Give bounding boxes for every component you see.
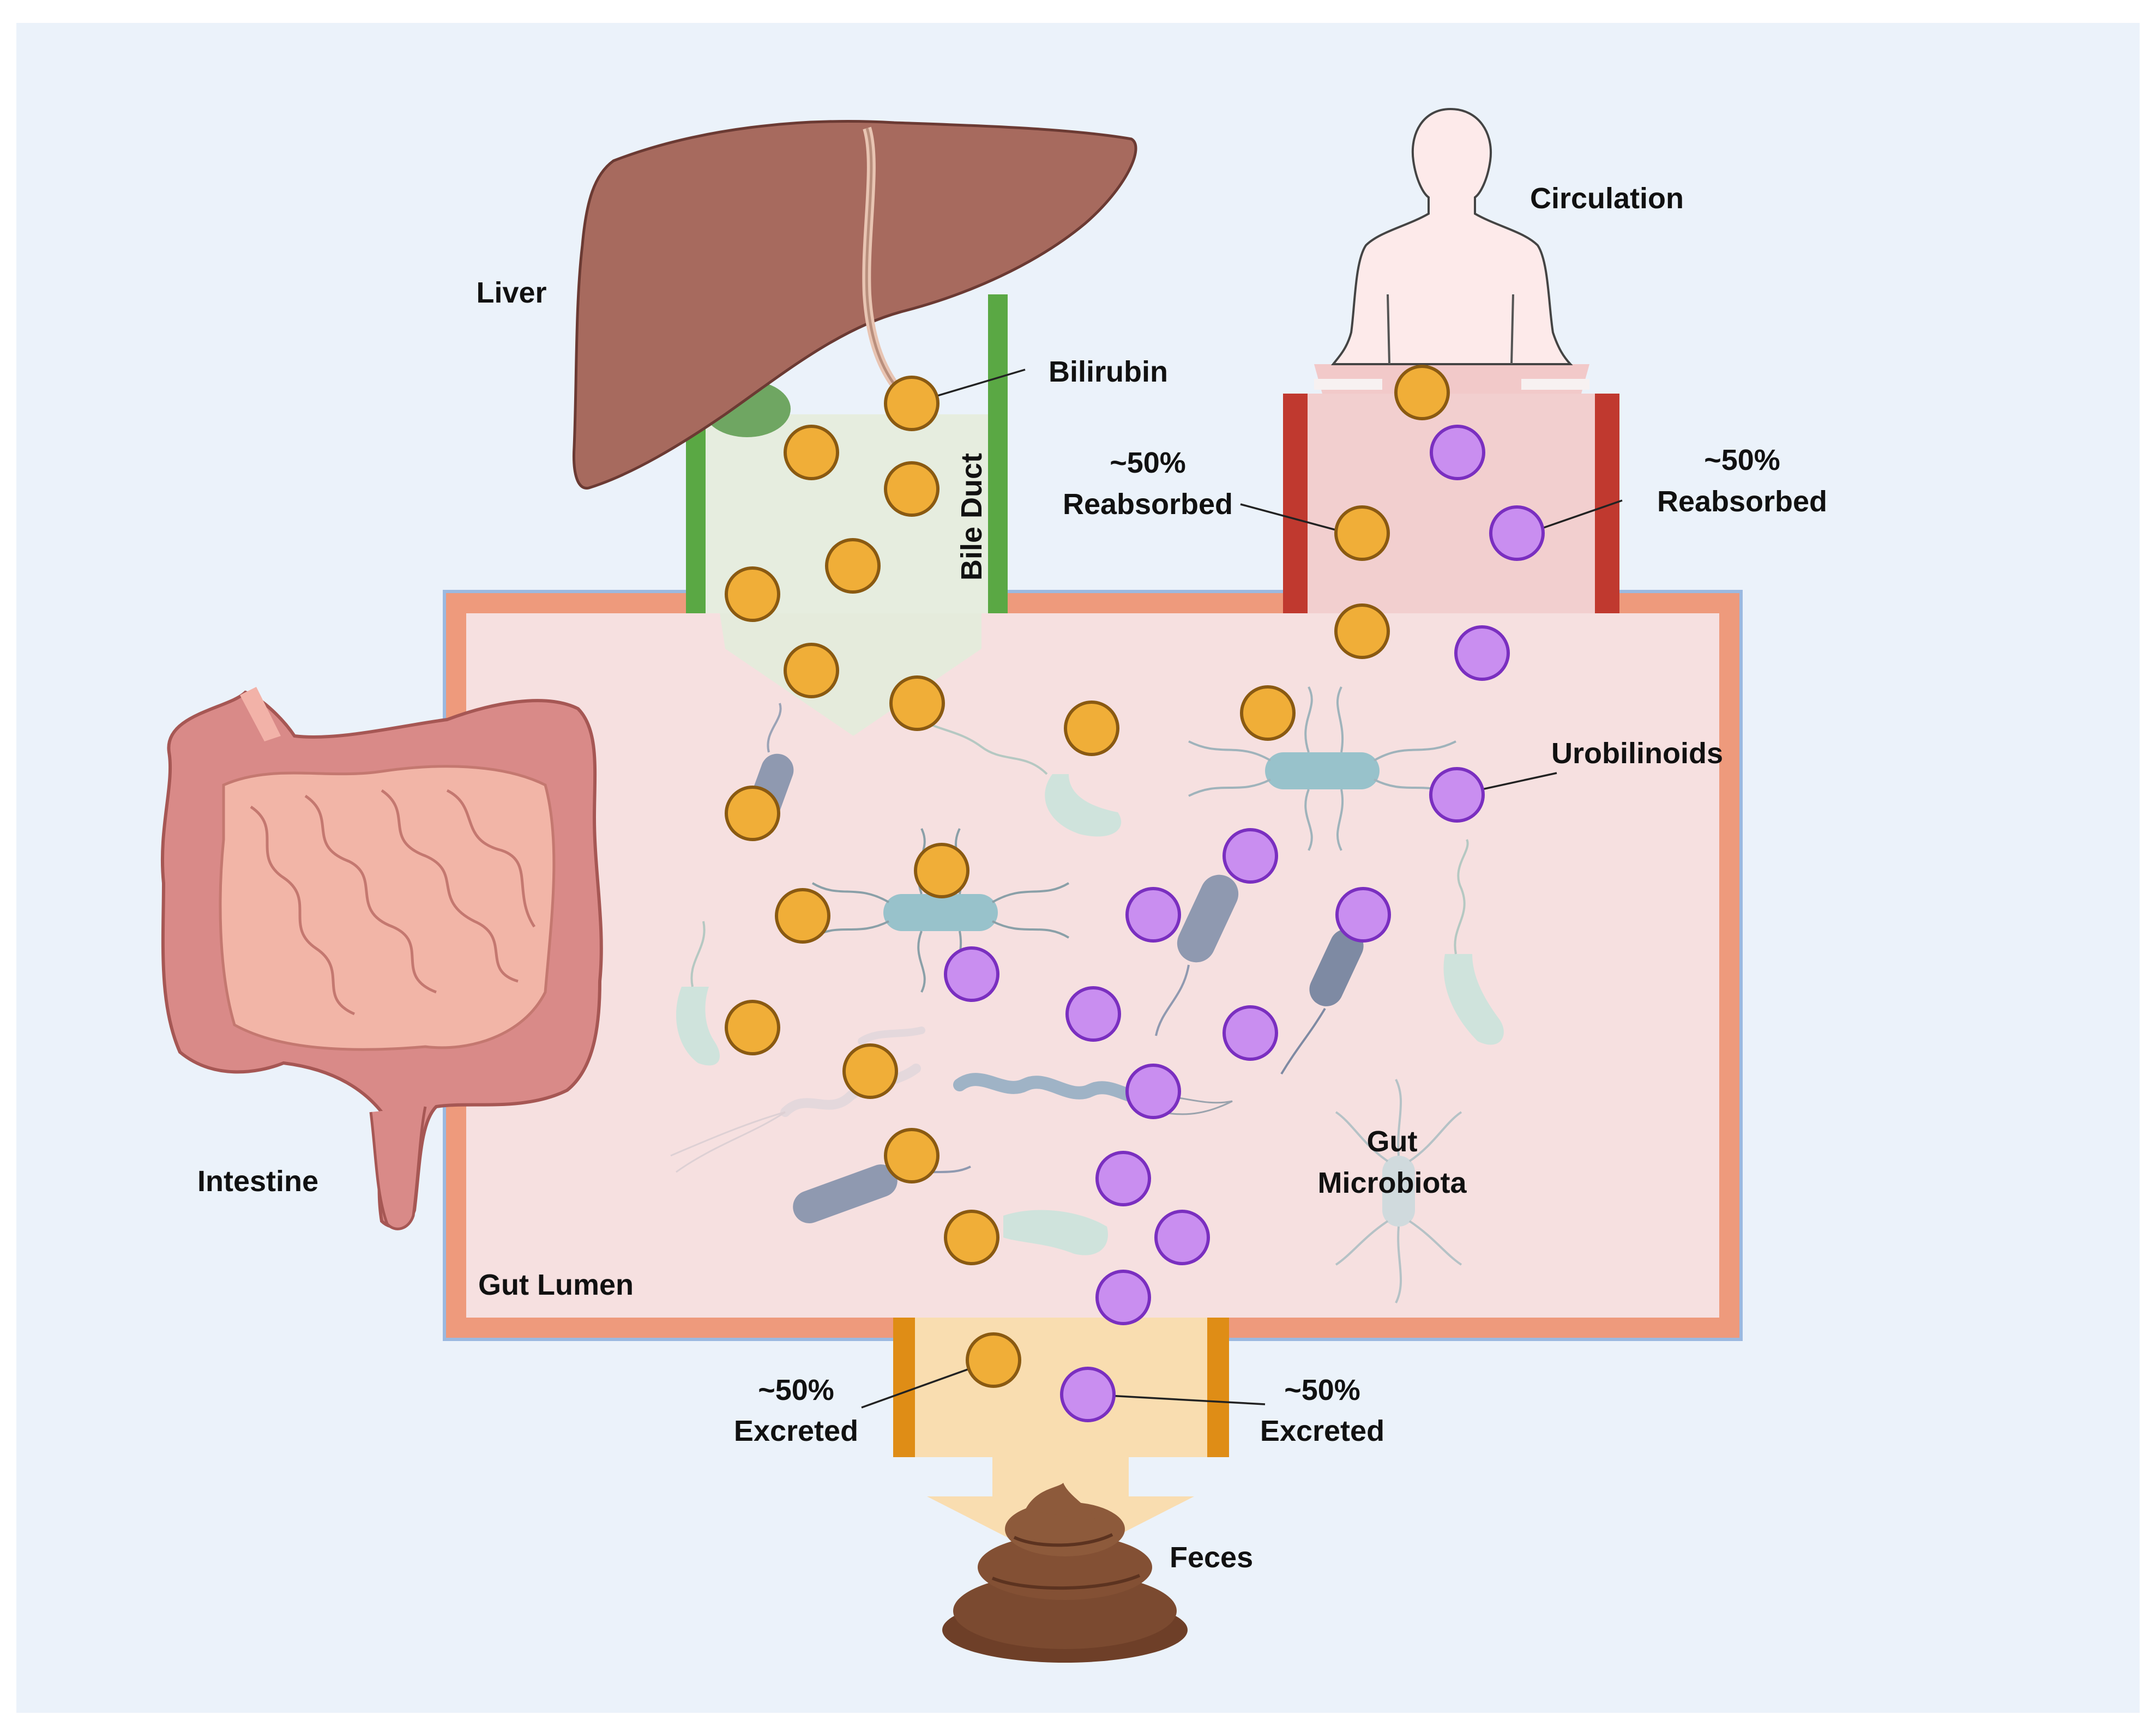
urobilinoid-molecule (1060, 1367, 1116, 1422)
feces-icon (942, 1483, 1188, 1663)
excreted-left-percent: ~50% (758, 1374, 834, 1406)
bilirubin-molecule (1334, 603, 1390, 659)
curved-bacterium (920, 718, 1122, 837)
urobilinoid-molecule (1489, 505, 1545, 561)
bilirubin-molecule (966, 1332, 1021, 1388)
urobilinoid-molecule (1065, 986, 1121, 1042)
circulation-label: Circulation (1530, 182, 1684, 215)
bilirubin-molecule (884, 1128, 940, 1183)
bilirubin-molecule (784, 643, 839, 698)
bilirubin-molecule (944, 1210, 999, 1265)
bilirubin-molecule (889, 675, 945, 731)
curved-bacterium (1443, 839, 1504, 1045)
reabsorbed-right-percent: ~50% (1704, 444, 1780, 476)
curved-bacterium (1003, 1210, 1108, 1255)
bile-duct-arrow (720, 613, 981, 736)
excreted-right-percent: ~50% (1284, 1374, 1360, 1406)
labels: Liver Bilirubin Bile Duct Circulation ~5… (197, 182, 1827, 1574)
intestine-icon (160, 687, 603, 1230)
curved-bacterium (676, 921, 720, 1066)
bilirubin-molecule (914, 843, 969, 898)
gut-microbiota-label-line1: Gut (1367, 1125, 1418, 1158)
liver-icon (573, 120, 1137, 490)
urobilinoid-molecule (1125, 1064, 1181, 1119)
excreted-right-label: Excreted (1260, 1415, 1384, 1447)
urobilinoid-molecule (1429, 767, 1485, 823)
bilirubin-molecule (725, 1000, 780, 1055)
urobilinoid-molecule (1335, 887, 1391, 943)
spirochete-bacterium (858, 1026, 925, 1045)
bilirubin-molecule (775, 888, 830, 944)
bilirubin-molecule (1064, 701, 1119, 756)
molecules (725, 365, 1545, 1422)
bilirubin-molecule (725, 786, 780, 841)
bilirubin-molecule (1240, 685, 1296, 741)
bilirubin-molecule (842, 1043, 898, 1099)
bilirubin-molecule (1394, 365, 1450, 420)
excreted-left-label: Excreted (734, 1415, 858, 1447)
gut-lumen-label: Gut Lumen (478, 1269, 634, 1301)
bilirubin-molecule (1334, 505, 1390, 561)
urobilinoid-molecule (1222, 1005, 1278, 1061)
urobilinoid-molecule (1222, 828, 1278, 884)
flagellated-bacterium (1335, 1079, 1462, 1303)
bilirubin-molecule (784, 425, 839, 480)
reabsorbed-left-percent: ~50% (1110, 446, 1186, 479)
bile-duct-label: Bile Duct (955, 453, 988, 581)
urobilinoid-molecule (1095, 1270, 1151, 1325)
reabsorbed-right-label: Reabsorbed (1657, 485, 1827, 518)
urobilinoids-label: Urobilinoids (1551, 737, 1723, 770)
bilirubin-label: Bilirubin (1049, 355, 1168, 388)
flagellated-bacterium (1188, 686, 1456, 851)
human-body-icon (1330, 107, 1573, 365)
rod-bacterium (1280, 929, 1364, 1075)
bilirubin-molecule (725, 566, 780, 622)
reabsorbed-left-label: Reabsorbed (1063, 488, 1233, 521)
bilirubin-molecule (825, 538, 881, 594)
rod-bacterium (1155, 874, 1239, 1036)
urobilinoid-molecule (1095, 1151, 1151, 1206)
circulation-channel (1283, 364, 1619, 613)
bilirubin-molecule (884, 461, 940, 517)
urobilinoid-molecule (1154, 1210, 1210, 1265)
gut-microbiota-label-line2: Microbiota (1317, 1167, 1467, 1199)
intestine-label: Intestine (197, 1165, 318, 1198)
liver-label: Liver (476, 276, 546, 309)
bilirubin-molecule (884, 376, 940, 431)
urobilinoid-molecule (944, 946, 999, 1002)
urobilinoid-molecule (1430, 425, 1485, 480)
urobilinoid-molecule (1454, 625, 1510, 681)
urobilinoid-molecule (1125, 887, 1181, 943)
feces-label: Feces (1170, 1541, 1253, 1574)
